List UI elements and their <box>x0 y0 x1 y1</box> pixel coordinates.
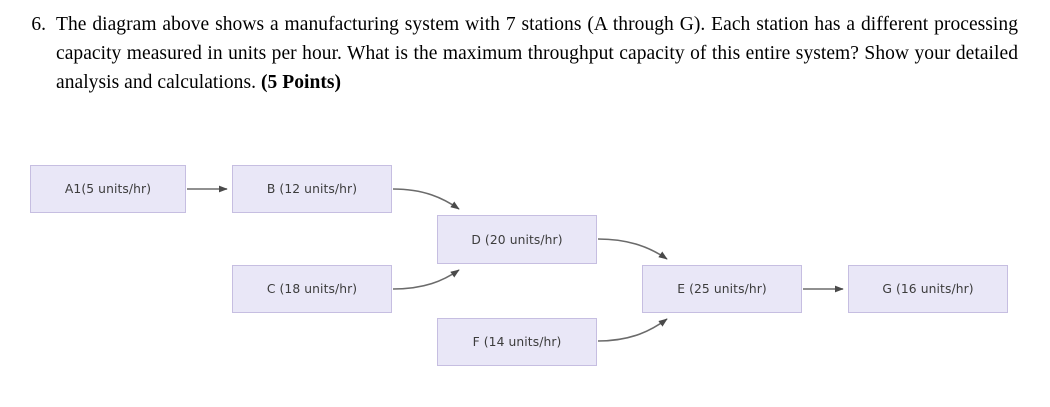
question-number: 6. <box>31 14 46 35</box>
node-e-label: E (25 units/hr) <box>677 282 767 296</box>
node-b[interactable]: B (12 units/hr) <box>232 165 392 213</box>
node-b-label: B (12 units/hr) <box>266 182 358 196</box>
node-d[interactable]: D (20 units/hr) <box>437 215 597 264</box>
question-row: 6. The diagram above shows a manufacturi… <box>0 0 1050 97</box>
edge-f-to-e <box>597 318 668 342</box>
node-d-label: D (20 units/hr) <box>471 232 563 247</box>
edge-b-to-d <box>392 188 460 210</box>
node-f[interactable]: F (14 units/hr) <box>437 318 597 366</box>
node-g[interactable]: G (16 units/hr) <box>848 265 1008 313</box>
question-text: The diagram above shows a manufacturing … <box>56 0 1018 97</box>
node-a[interactable]: A1(5 units/hr) <box>30 165 186 213</box>
question-points-label: (5 Points) <box>260 72 342 93</box>
node-a-label: A1(5 units/hr) <box>64 182 152 196</box>
node-f-label: F (14 units/hr) <box>472 335 562 349</box>
node-e[interactable]: E (25 units/hr) <box>642 265 802 313</box>
node-g-label: G (16 units/hr) <box>882 282 974 296</box>
edge-d-to-e <box>597 238 668 260</box>
node-c[interactable]: C (18 units/hr) <box>232 265 392 313</box>
edge-c-to-d <box>392 269 460 290</box>
node-c-label: C (18 units/hr) <box>266 282 358 296</box>
question-text-normal: The diagram above shows a manufacturing … <box>56 14 1018 93</box>
question-block: 6. The diagram above shows a manufacturi… <box>0 0 1050 97</box>
